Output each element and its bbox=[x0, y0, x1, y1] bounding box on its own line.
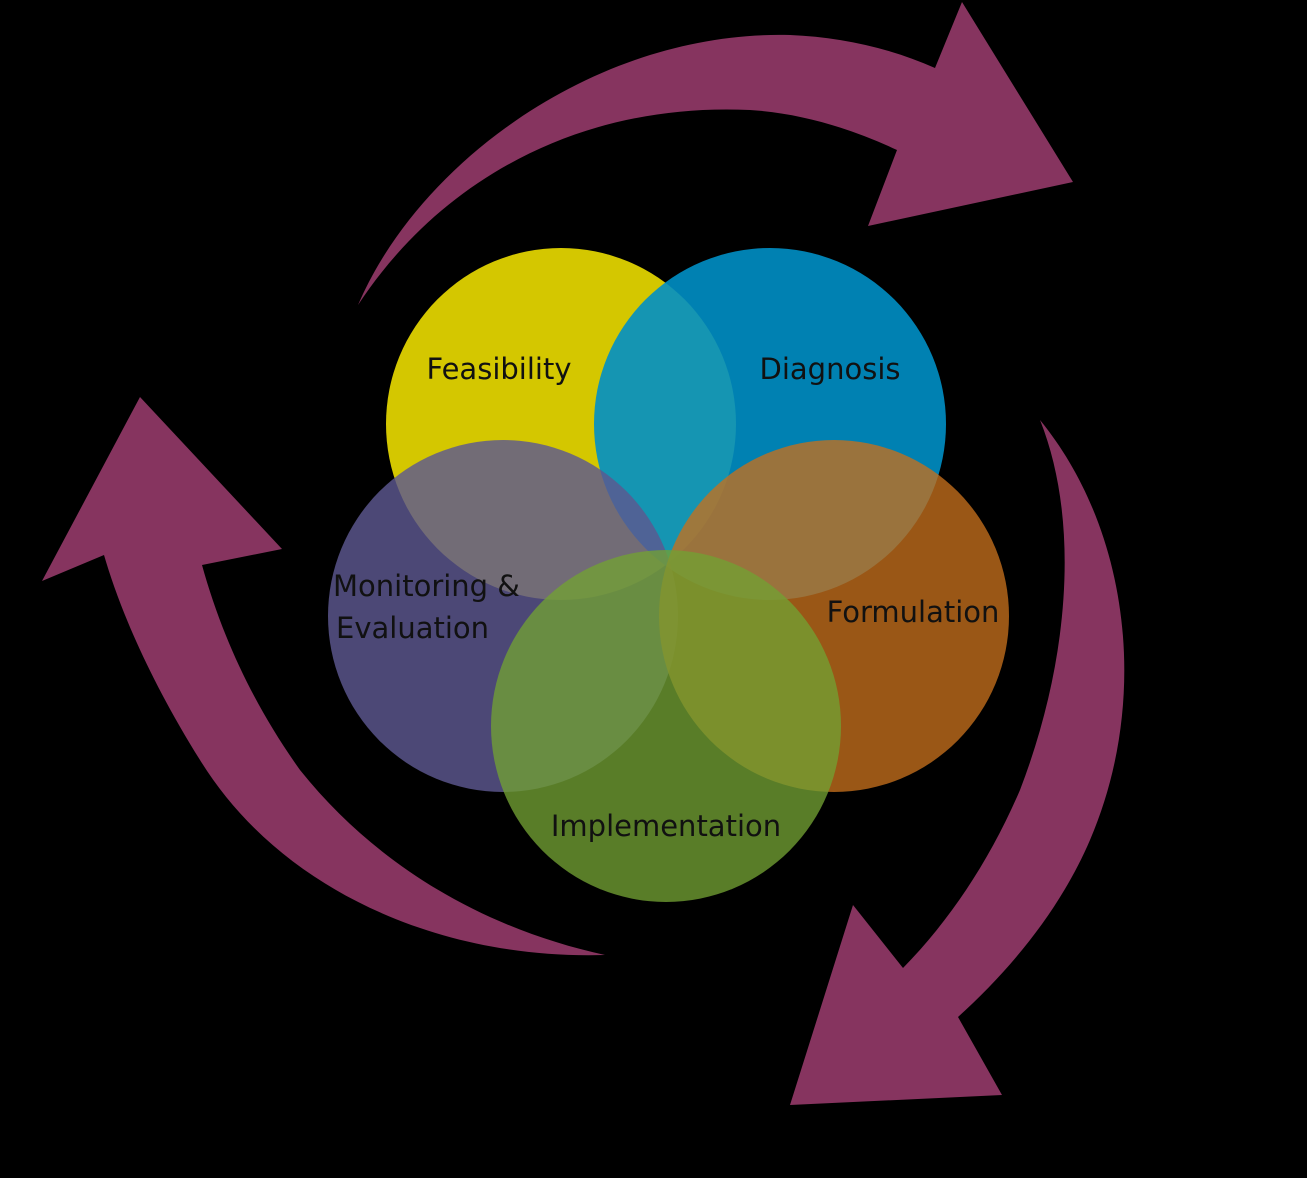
monitoring-label-line2: Evaluation bbox=[336, 611, 489, 645]
implementation-label: Implementation bbox=[551, 809, 781, 843]
formulation-label: Formulation bbox=[827, 595, 1000, 629]
left-arrow bbox=[42, 397, 605, 956]
feasibility-label: Feasibility bbox=[427, 352, 572, 386]
diagnosis-label: Diagnosis bbox=[760, 352, 901, 386]
implementation-circle bbox=[491, 550, 841, 902]
top-arrow bbox=[358, 2, 1073, 305]
monitoring-label-line1: Monitoring & bbox=[333, 569, 520, 603]
right-arrow bbox=[790, 420, 1125, 1105]
